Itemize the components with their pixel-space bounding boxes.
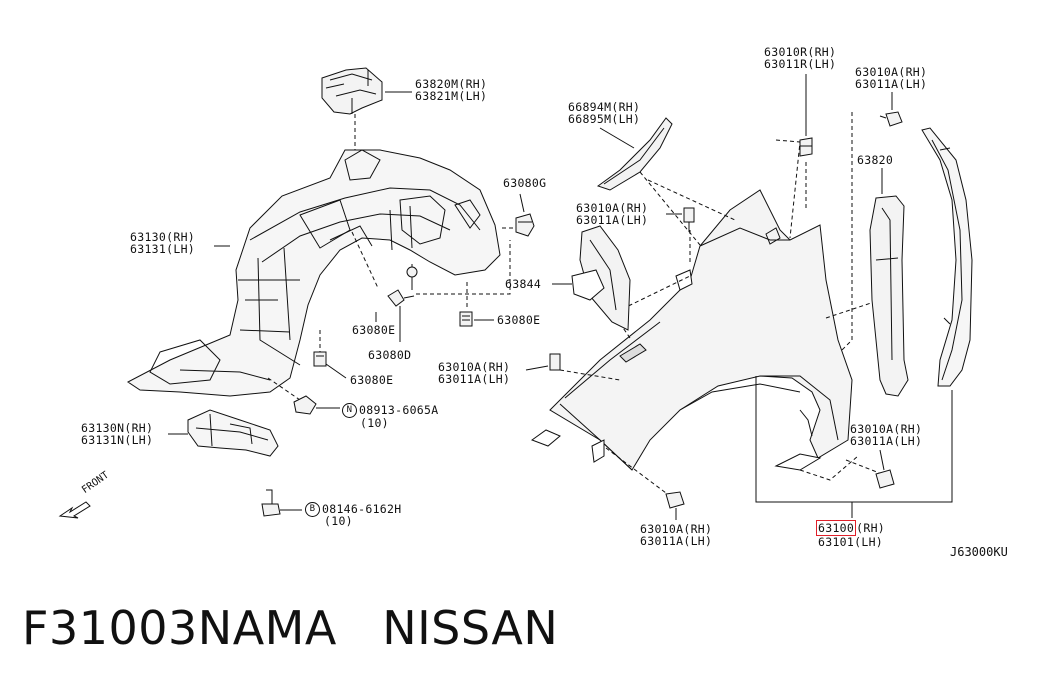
label-63080e-c: 63080E	[350, 373, 394, 387]
label-63011a-bottom: 63011A(LH)	[640, 534, 713, 548]
protector-strip	[921, 127, 973, 387]
label-63844: 63844	[505, 277, 542, 291]
clip-63010r	[799, 137, 813, 157]
bracket-63844	[571, 225, 631, 331]
label-63010a-top: 63010A(RH)	[855, 65, 928, 79]
clip-63010a-mid	[683, 207, 695, 232]
label-63130: 63130(RH)	[130, 230, 196, 244]
reference-code: J63000KU	[950, 545, 1008, 559]
seal-66894m	[596, 117, 673, 191]
label-63010r: 63010R(RH)	[764, 45, 837, 59]
label-63080g: 63080G	[503, 176, 547, 190]
marker-n: N	[342, 403, 357, 418]
bracket-63820m	[321, 67, 383, 115]
bracket-63130n	[187, 409, 279, 457]
label-63010a-right: 63010A(RH)	[850, 422, 923, 436]
label-63011r: 63011R(LH)	[764, 57, 837, 71]
clip-63080g	[515, 213, 535, 237]
label-08146: 08146-6162H	[322, 502, 402, 516]
bolt-08146	[261, 489, 281, 517]
label-08913-qty: (10)	[360, 416, 389, 430]
insulator-63820	[869, 195, 909, 397]
screw-63080e	[459, 311, 473, 327]
screw-63080e-lower	[313, 351, 327, 367]
label-63010a-mid: 63010A(RH)	[576, 201, 649, 215]
label-63010a-left: 63010A(RH)	[438, 360, 511, 374]
label-63080d: 63080D	[368, 348, 412, 362]
label-63100-highlighted[interactable]: 63100	[816, 520, 857, 536]
bolt-63010a-right	[875, 469, 895, 489]
label-63131: 63131(LH)	[130, 242, 196, 256]
label-63011a-mid: 63011A(LH)	[576, 213, 649, 227]
nut-08913	[293, 395, 317, 415]
bolt-63010a-left	[549, 353, 561, 371]
label-63010a-bottom: 63010A(RH)	[640, 522, 713, 536]
label-63100-side: (RH)	[856, 521, 886, 535]
screw-63080d	[387, 266, 418, 307]
label-08146-qty: (10)	[324, 514, 353, 528]
label-63130n: 63130N(RH)	[81, 421, 154, 435]
label-63820m: 63820M(RH)	[415, 77, 488, 91]
label-63080e-a: 63080E	[497, 313, 541, 327]
label-08913: 08913-6065A	[359, 403, 439, 417]
bolt-63010a-top	[879, 111, 903, 127]
label-63131n: 63131N(LH)	[81, 433, 154, 447]
part-number: F31003NAMA	[22, 601, 337, 655]
label-63011a-top: 63011A(LH)	[855, 77, 928, 91]
label-63820: 63820	[857, 153, 894, 167]
label-66894m: 66894M(RH)	[568, 100, 641, 114]
label-63101: 63101(LH)	[818, 535, 884, 549]
label-63011a-right: 63011A(LH)	[850, 434, 923, 448]
bolt-63010a-bottom	[665, 491, 685, 509]
label-63080e-b: 63080E	[352, 323, 396, 337]
brand-name: NISSAN	[382, 601, 559, 655]
fender-63100	[530, 189, 853, 471]
footer-caption: F31003NAMA NISSAN	[22, 600, 558, 656]
fender-liner-63130	[127, 149, 501, 397]
front-arrow	[58, 501, 91, 519]
label-63011a-left: 63011A(LH)	[438, 372, 511, 386]
label-66895m: 66895M(LH)	[568, 112, 641, 126]
label-63100-row: 63100(RH)	[816, 520, 886, 536]
marker-b: B	[305, 502, 320, 517]
label-63821m: 63821M(LH)	[415, 89, 488, 103]
